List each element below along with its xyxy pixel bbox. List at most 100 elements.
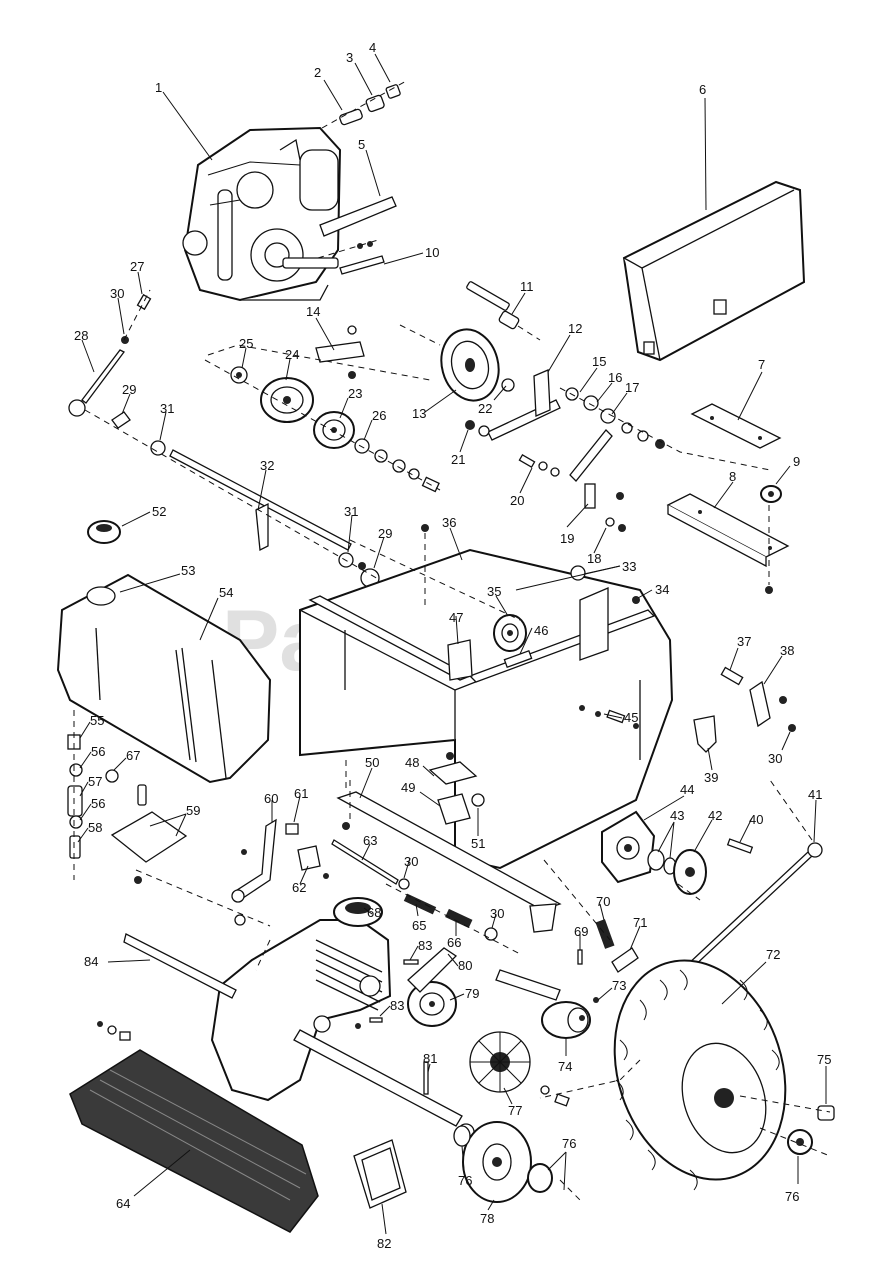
clip-33 <box>570 565 586 581</box>
battery-box <box>622 180 806 362</box>
label-16: 16 <box>608 370 622 385</box>
pins-83 <box>355 959 419 1029</box>
plate-59 <box>110 784 188 884</box>
fuel-fittings-55-58 <box>67 710 119 880</box>
spring-70 <box>595 919 615 949</box>
nut-14 <box>348 371 356 379</box>
label-25: 25 <box>239 336 253 351</box>
engine-shield <box>319 196 397 237</box>
label-28: 28 <box>74 328 88 343</box>
engine-key-part-10 <box>317 239 385 275</box>
label-11: 11 <box>520 279 534 294</box>
engine <box>182 126 342 302</box>
label-14: 14 <box>306 304 320 319</box>
label-1: 1 <box>155 80 162 95</box>
bracket-47 <box>447 639 473 681</box>
label-38: 38 <box>780 643 794 658</box>
label-64: 64 <box>116 1196 130 1211</box>
fan-77 <box>469 1031 531 1093</box>
label-84: 84 <box>84 954 98 969</box>
label-29b: 29 <box>378 526 392 541</box>
gasket-82 <box>353 1139 407 1209</box>
idler-arm-12 <box>487 369 771 482</box>
label-23: 23 <box>348 386 362 401</box>
label-83a: 83 <box>418 938 432 953</box>
label-82: 82 <box>377 1236 391 1251</box>
fuel-cap-52 <box>87 520 121 544</box>
pulley-13 <box>399 324 500 402</box>
label-30a: 30 <box>110 286 124 301</box>
label-52: 52 <box>152 504 166 519</box>
label-20: 20 <box>510 493 524 508</box>
label-36: 36 <box>442 515 456 530</box>
key-40 <box>726 838 754 854</box>
bearing-25 <box>230 366 248 384</box>
label-83b: 83 <box>390 998 404 1013</box>
label-63: 63 <box>363 833 377 848</box>
nuts-76 <box>453 1125 553 1193</box>
label-58: 58 <box>88 820 102 835</box>
label-79: 79 <box>465 986 479 1001</box>
label-27: 27 <box>130 259 144 274</box>
bracket-38 <box>720 666 796 732</box>
pulley-79 <box>407 981 457 1027</box>
label-39: 39 <box>704 770 718 785</box>
label-31a: 31 <box>160 401 174 416</box>
hardware-77 <box>540 1085 570 1107</box>
label-78: 78 <box>480 1211 494 1226</box>
label-60: 60 <box>264 791 278 806</box>
label-18: 18 <box>587 551 601 566</box>
label-66: 66 <box>447 935 461 950</box>
label-76c: 76 <box>785 1189 799 1204</box>
label-4: 4 <box>369 40 376 55</box>
screw-36 <box>421 524 429 532</box>
deflector-64 <box>69 1021 319 1233</box>
washer-stack-26 <box>204 359 441 493</box>
label-46: 46 <box>534 623 548 638</box>
label-2: 2 <box>314 65 321 80</box>
label-42: 42 <box>708 808 722 823</box>
bracket-14 <box>315 341 365 363</box>
label-75: 75 <box>817 1052 831 1067</box>
label-69: 69 <box>574 924 588 939</box>
label-76a: 76 <box>458 1173 472 1188</box>
frame-chassis-36 <box>299 548 674 870</box>
label-17: 17 <box>625 380 639 395</box>
label-12: 12 <box>568 321 582 336</box>
label-19: 19 <box>560 531 574 546</box>
label-72: 72 <box>766 947 780 962</box>
label-3: 3 <box>346 50 353 65</box>
label-24: 24 <box>285 347 299 362</box>
label-56a: 56 <box>91 744 105 759</box>
label-31b: 31 <box>344 504 358 519</box>
label-81: 81 <box>423 1051 437 1066</box>
label-9: 9 <box>793 454 800 469</box>
bracket-48-49 <box>428 752 485 825</box>
control-rod-28 <box>68 289 152 417</box>
label-7: 7 <box>758 357 765 372</box>
label-32: 32 <box>260 458 274 473</box>
label-77: 77 <box>508 1103 522 1118</box>
tire-72 <box>613 959 787 1191</box>
label-34: 34 <box>655 582 669 597</box>
bolt-14 <box>347 325 357 335</box>
label-35: 35 <box>487 584 501 599</box>
bracket-60 <box>231 818 329 926</box>
label-30d: 30 <box>768 751 782 766</box>
label-54: 54 <box>219 585 233 600</box>
callouts: 1 2 3 4 5 6 7 8 9 10 11 12 13 14 15 16 1… <box>74 40 831 1251</box>
label-10: 10 <box>425 245 439 260</box>
label-51: 51 <box>471 836 485 851</box>
spacer-9 <box>760 485 782 594</box>
label-48: 48 <box>405 755 419 770</box>
idler-pulley-35 <box>493 614 527 652</box>
rod-63 <box>331 839 410 890</box>
bolt-part-11 <box>466 281 541 341</box>
label-41: 41 <box>808 787 822 802</box>
fitting-parts-2-4 <box>321 79 409 129</box>
label-6: 6 <box>699 82 706 97</box>
label-43: 43 <box>670 808 684 823</box>
label-73: 73 <box>612 978 626 993</box>
bushing-29-31 <box>111 411 166 456</box>
